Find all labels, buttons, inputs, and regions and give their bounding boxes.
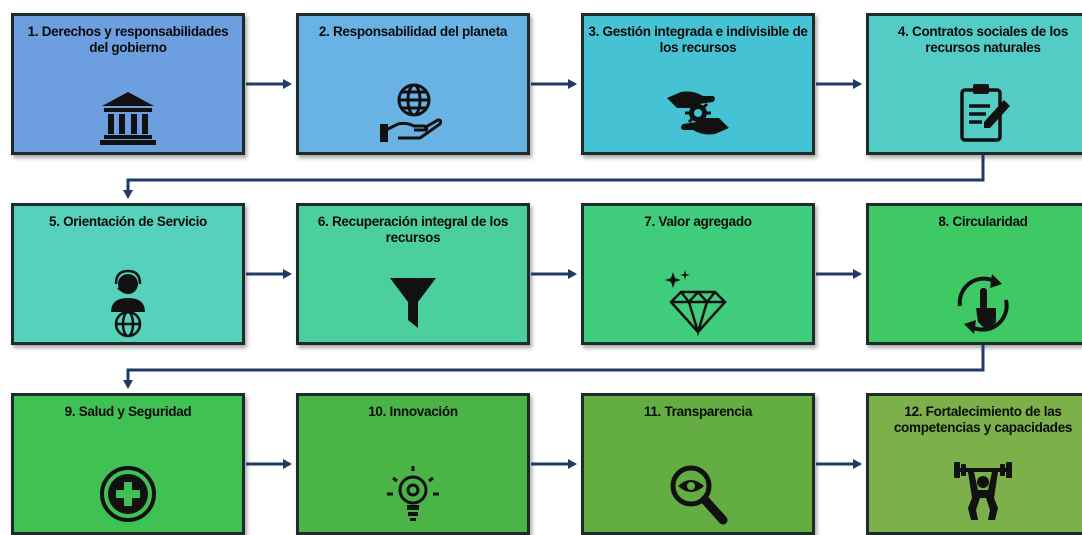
step-2-box: 2. Responsabilidad del planeta	[296, 13, 530, 155]
step-4-label: 4. Contratos sociales de los recursos na…	[897, 24, 1069, 55]
step-1-box: 1. Derechos y responsabilidades del gobi…	[11, 13, 245, 155]
step-9-label: 9. Salud y Seguridad	[64, 404, 192, 419]
hands-gear-icon	[661, 78, 735, 148]
magnifier-eye-icon	[661, 458, 735, 528]
circular-touch-icon	[946, 268, 1020, 338]
arrow-4-to-5	[123, 155, 985, 199]
globe-in-hand-icon	[376, 78, 450, 148]
step-6-label: 6. Recuperación integral de los recursos	[317, 214, 509, 245]
step-6-box: 6. Recuperación integral de los recursos	[296, 203, 530, 345]
diamond-icon	[661, 268, 735, 338]
lightbulb-gear-icon	[376, 458, 450, 528]
step-9-box: 9. Salud y Seguridad	[11, 393, 245, 535]
step-12-label: 12. Fortalecimiento de las competencias …	[893, 404, 1073, 435]
funnel-icon	[376, 268, 450, 338]
clipboard-contract-icon	[946, 78, 1020, 148]
step-8-box: 8. Circularidad	[866, 203, 1082, 345]
step-5-label: 5. Orientación de Servicio	[48, 214, 207, 229]
government-building-icon	[91, 78, 165, 148]
step-5-box: 5. Orientación de Servicio	[11, 203, 245, 345]
step-1-label: 1. Derechos y responsabilidades del gobi…	[27, 24, 229, 55]
step-10-label: 10. Innovación	[368, 404, 458, 419]
step-8-label: 8. Circularidad	[938, 214, 1028, 229]
step-3-label: 3. Gestión integrada e indivisible de lo…	[588, 24, 808, 55]
step-11-label: 11. Transparencia	[643, 404, 753, 419]
medical-cross-icon	[91, 458, 165, 528]
weightlifter-icon	[946, 458, 1020, 528]
step-4-box: 4. Contratos sociales de los recursos na…	[866, 13, 1082, 155]
step-7-label: 7. Valor agregado	[644, 214, 752, 229]
step-10-box: 10. Innovación	[296, 393, 530, 535]
step-12-box: 12. Fortalecimiento de las competencias …	[866, 393, 1082, 535]
step-7-box: 7. Valor agregado	[581, 203, 815, 345]
arrow-8-to-9	[123, 345, 985, 389]
customer-service-globe-icon	[91, 268, 165, 338]
step-11-box: 11. Transparencia	[581, 393, 815, 535]
step-3-box: 3. Gestión integrada e indivisible de lo…	[581, 13, 815, 155]
step-2-label: 2. Responsabilidad del planeta	[318, 24, 508, 39]
